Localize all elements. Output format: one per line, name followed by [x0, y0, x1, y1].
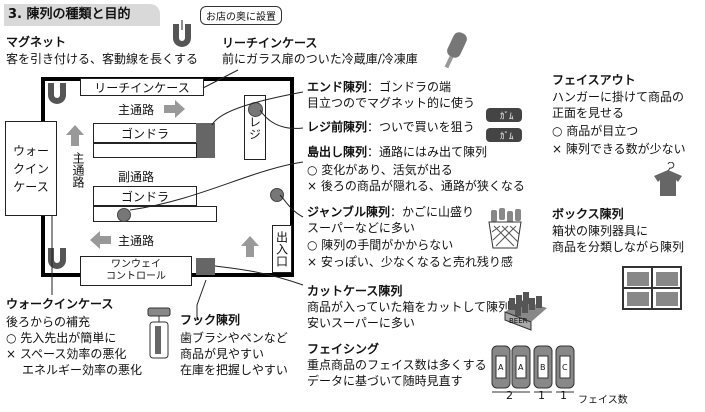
- entrance-box: 出入口: [272, 225, 292, 273]
- end-display-line1: エンド陳列：ゴンドラの端: [307, 80, 451, 95]
- cut-case-desc2: 安いスーパーに多い: [307, 316, 415, 330]
- hook-title: フック陳列: [180, 313, 241, 327]
- arrow-left-icon: [90, 231, 111, 249]
- box-shelf-icon: [622, 266, 682, 310]
- facing-count-1: 2: [506, 389, 513, 402]
- gondola-top-lower: [93, 143, 197, 158]
- facing-count-2: 1: [538, 389, 545, 402]
- main-aisle-top: 主通路: [118, 103, 155, 117]
- reach-in-title: リーチインケース: [222, 36, 318, 50]
- arrow-up-icon: [241, 236, 259, 257]
- walk-in-pro: ○ 先入先出が簡単に: [6, 331, 117, 345]
- box-display-desc2: 商品を分類しながら陳列: [552, 240, 685, 254]
- island-con: × 後ろの商品が隠れる、通路が狭くなる: [307, 179, 525, 193]
- island-pro: ○ 変化があり、活気が出る: [307, 163, 453, 177]
- register-display-mark: [196, 258, 215, 275]
- hook-desc2: 商品が見やすい: [180, 347, 265, 361]
- oneway-control: ワンウェイ コントロール: [80, 256, 192, 286]
- arrow-up-icon: [66, 125, 84, 146]
- basket-icon: [488, 208, 522, 249]
- end-display-desc2: 目立つのでマグネット的に使う: [307, 96, 476, 110]
- can-label-3: B: [540, 363, 546, 372]
- sub-aisle: 副通路: [118, 170, 155, 184]
- island-desc: ：通路にはみ出て陳列: [367, 145, 488, 159]
- main-aisle-bottom: 主通路: [118, 234, 155, 248]
- face-out-con: × 陳列できる数が少ない: [552, 142, 686, 156]
- facing-desc1: 重点商品のフェイス数は多くする: [307, 358, 487, 372]
- reach-in-case: リーチインケース: [80, 78, 204, 96]
- hook-desc1: 歯ブラシやペンなど: [180, 331, 288, 345]
- page-title: 3. 陳列の種類と目的: [8, 7, 131, 22]
- hook-desc3: 在庫を把握しやすい: [180, 363, 288, 377]
- arrow-right-icon: [164, 100, 185, 118]
- magnet-icon: [173, 24, 191, 47]
- walk-in-con1: × スペース効率の悪化: [6, 347, 127, 361]
- face-out-desc1: ハンガーに掛けて商品の: [552, 90, 685, 104]
- register-display-title: レジ前陳列: [307, 120, 368, 134]
- gum-label-1: ｶﾞﾑ: [500, 111, 514, 122]
- walk-in-con2: エネルギー効率の悪化: [22, 363, 143, 377]
- facing-desc2: データに基づいて随時見直す: [307, 374, 463, 388]
- magnet-desc: 客を引き付ける、客動線を長くする: [6, 52, 199, 66]
- island-line: 島出し陳列：通路にはみ出て陳列: [307, 145, 487, 160]
- oneway-line2: コントロール: [106, 271, 166, 282]
- main-aisle-left: 主通路: [71, 152, 85, 188]
- end-display-title: エンド陳列: [307, 80, 368, 94]
- hook-display-icon: [147, 307, 171, 359]
- facing-count-3: 1: [560, 389, 567, 402]
- end-display-mark: [196, 123, 215, 158]
- walk-in-case: ウォークインケース: [5, 121, 57, 216]
- jumble-title: ジャンブル陳列: [307, 205, 391, 219]
- walk-in-case-label: ウォークインケース: [12, 143, 49, 194]
- gum-icon: ｶﾞﾑ ｶﾞﾑ: [486, 108, 522, 142]
- hanger-shirt-icon: [654, 162, 682, 196]
- oneway-line1: ワンウェイ: [111, 259, 161, 270]
- magnet-title: マグネット: [6, 35, 67, 49]
- jumble-con: × 安っぽい、少なくなると売れ残り感: [307, 255, 513, 269]
- jumble-pro: ○ 陳列の手間がかからない: [307, 238, 454, 252]
- end-display-desc1: ：ゴンドラの端: [367, 80, 452, 94]
- popsicle-icon: [444, 32, 467, 69]
- beer-label: BEER: [509, 317, 528, 325]
- face-out-pro: ○ 商品が目立つ: [552, 124, 639, 138]
- can-label-2: A: [518, 363, 524, 372]
- gondola-top: ゴンドラ: [93, 123, 197, 143]
- register-display-desc: ：ついで買いを狙う: [367, 120, 475, 134]
- beer-case-icon: BEER: [504, 292, 547, 331]
- entrance-label: 出入口: [274, 231, 289, 267]
- register-label: レジ: [247, 115, 262, 140]
- can-label-4: C: [562, 363, 568, 372]
- face-out-desc2: 正面を見せる: [552, 106, 625, 120]
- cut-case-title: カットケース陳列: [307, 284, 403, 298]
- magnet-icon: [48, 83, 66, 104]
- walk-in-desc: 後ろからの補充: [6, 315, 91, 329]
- island-title: 島出し陳列: [307, 145, 368, 159]
- jumble-desc2: スーパーなどに多い: [307, 221, 415, 235]
- jumble-line: ジャンブル陳列：かごに山盛り: [307, 205, 474, 220]
- gondola-bottom: ゴンドラ: [93, 186, 197, 206]
- box-display-desc1: 箱状の陳列器具に: [552, 224, 649, 238]
- walk-in-title: ウォークインケース: [6, 297, 114, 311]
- title-tab: [4, 4, 160, 26]
- face-out-title: フェイスアウト: [552, 73, 636, 87]
- facing-cans-icon: A A B C: [491, 345, 575, 393]
- cut-case-desc1: 商品が入っていた箱をカットして陳列: [307, 300, 511, 314]
- island-display-mark: [117, 208, 131, 222]
- jumble-display-mark: [270, 188, 284, 202]
- facing-title: フェイシング: [307, 342, 380, 356]
- gum-label-2: ｶﾞﾑ: [500, 131, 514, 142]
- jumble-desc: ：かごに山盛り: [390, 205, 475, 219]
- register-display-line: レジ前陳列：ついで買いを狙う: [307, 120, 475, 135]
- reach-in-desc: 前にガラス扉のついた冷蔵庫/冷凍庫: [222, 52, 418, 66]
- box-display-title: ボックス陳列: [552, 207, 624, 221]
- callout-label: お店の奥に設置: [200, 6, 282, 25]
- facing-axis-label: フェイス数: [578, 395, 628, 406]
- can-label-1: A: [498, 363, 504, 372]
